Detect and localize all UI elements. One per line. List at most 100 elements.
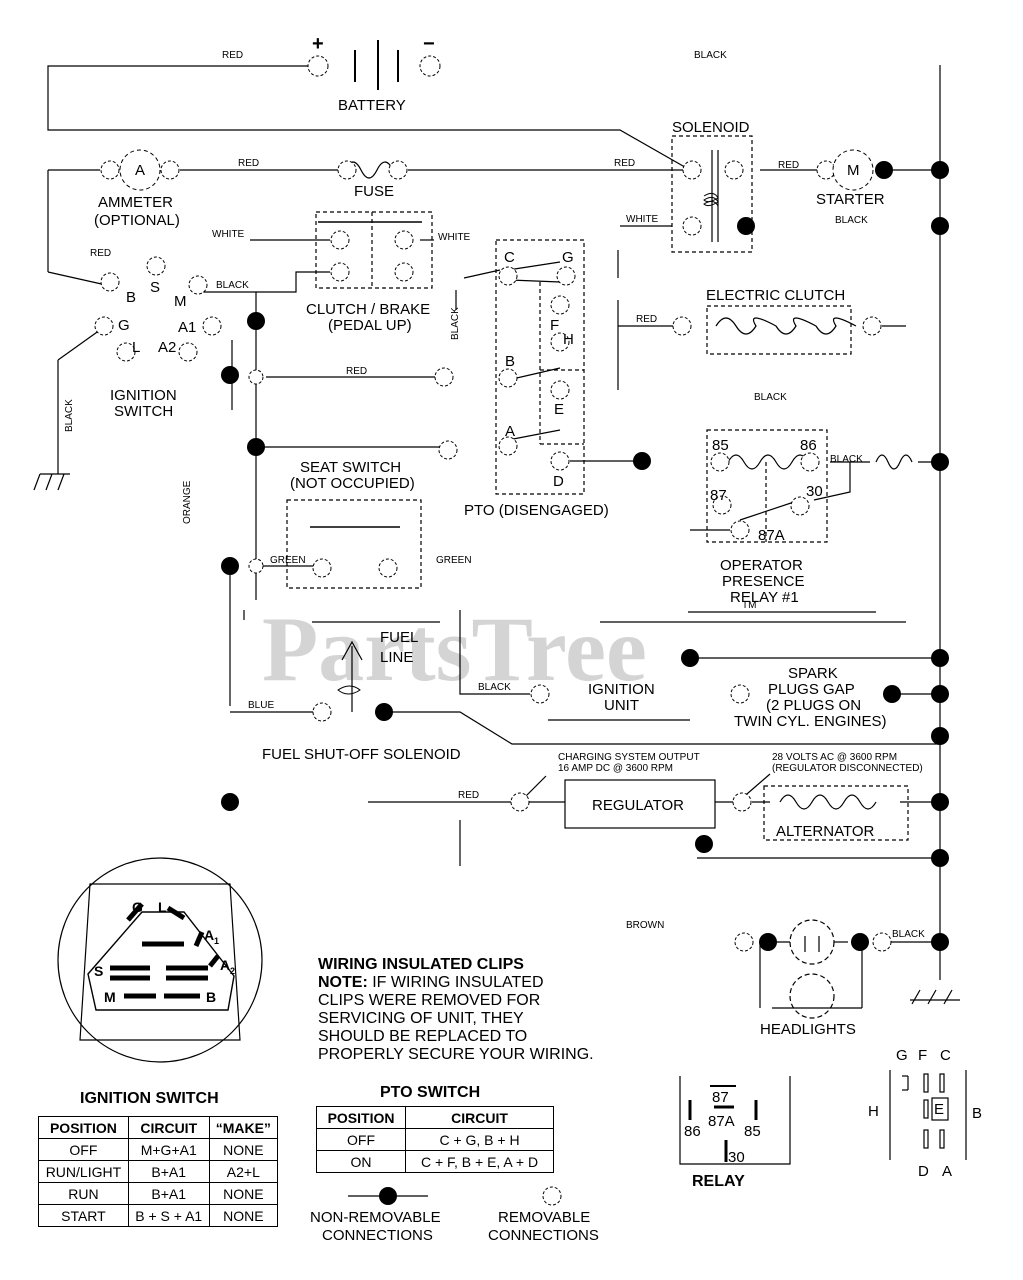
ignition-table: POSITION CIRCUIT “MAKE” OFF M+G+A1 NONE … xyxy=(38,1116,279,1227)
ammeter-label-1: AMMETER xyxy=(98,194,173,211)
alternator-label: ALTERNATOR xyxy=(776,823,875,840)
wire-black-v1: BLACK xyxy=(450,307,461,340)
ign-term-l: L xyxy=(132,339,140,356)
pto-table-title: PTO SWITCH xyxy=(380,1084,481,1101)
pto-table: POSITION CIRCUIT OFF C + G, B + H ON C +… xyxy=(315,1106,554,1173)
wire-black-top: BLACK xyxy=(694,50,727,61)
wire-red-3: RED xyxy=(614,158,635,169)
face-m: M xyxy=(104,989,116,1005)
table-cell: B + S + A1 xyxy=(127,1204,210,1227)
wire-white-2: WHITE xyxy=(438,232,471,243)
spark-label-1: SPARK xyxy=(788,665,838,682)
relay-term-87a: 87A xyxy=(758,527,785,544)
table-cell: B+A1 xyxy=(127,1182,210,1205)
volts-label-2: (REGULATOR DISCONNECTED) xyxy=(772,763,923,774)
removable-connections xyxy=(94,55,892,1206)
face-s: S xyxy=(94,963,103,979)
pto-term-h: H xyxy=(563,331,574,348)
wiring-note: WIRING INSULATED CLIPS NOTE: IF WIRING I… xyxy=(318,956,594,1064)
table-cell: C + F, B + E, A + D xyxy=(405,1150,554,1173)
wire-green-1: GREEN xyxy=(270,555,306,566)
ammeter-label-2: (OPTIONAL) xyxy=(94,212,180,229)
spark-label-4: TWIN CYL. ENGINES) xyxy=(734,713,887,730)
spark-label-2: PLUGS GAP xyxy=(768,681,855,698)
ignition-col-position: POSITION xyxy=(38,1116,129,1139)
fuse-label: FUSE xyxy=(354,183,394,200)
table-cell: ON xyxy=(315,1150,407,1173)
face-a1: A xyxy=(204,927,214,943)
pto-legend-d: D xyxy=(918,1163,929,1180)
regulator-label: REGULATOR xyxy=(592,797,684,814)
wire-orange: ORANGE xyxy=(182,480,193,524)
wire-black-head: BLACK xyxy=(892,929,925,940)
legend-relay-title: RELAY xyxy=(692,1173,745,1190)
ign-term-m: M xyxy=(174,293,187,310)
wire-blue: BLUE xyxy=(248,700,274,711)
starter-m: M xyxy=(847,162,860,179)
legend-relay-85: 85 xyxy=(744,1123,761,1140)
wire-red-top: RED xyxy=(222,50,243,61)
legend-relay-87: 87 xyxy=(712,1089,729,1106)
wire-black-ign: BLACK xyxy=(216,280,249,291)
operator-label-3: RELAY #1 xyxy=(730,589,799,606)
pto-table-header: POSITION CIRCUIT xyxy=(315,1106,554,1129)
pto-legend-f: F xyxy=(918,1047,927,1064)
watermark: PartsTree xyxy=(262,598,647,700)
face-a2: A xyxy=(220,957,230,973)
ignition-table-header: POSITION CIRCUIT “MAKE” xyxy=(38,1116,279,1139)
table-cell: A2+L xyxy=(208,1160,279,1183)
relay-term-87: 87 xyxy=(710,487,727,504)
pto-legend-box xyxy=(889,1070,967,1160)
face-b: B xyxy=(206,989,216,1005)
table-row: RUN B+A1 NONE xyxy=(38,1182,279,1205)
wire-black-starter: BLACK xyxy=(835,215,868,226)
pto-legend-e: E xyxy=(934,1101,944,1118)
wire-red-ign: RED xyxy=(90,248,111,259)
wire-white-1: WHITE xyxy=(212,229,245,240)
pto-col-position: POSITION xyxy=(315,1106,407,1129)
pto-legend-h: H xyxy=(868,1103,879,1120)
battery-label: BATTERY xyxy=(338,97,406,114)
relay-term-30: 30 xyxy=(806,483,823,500)
pto-term-b: B xyxy=(505,353,515,370)
relay-term-86: 86 xyxy=(800,437,817,454)
headlights-label: HEADLIGHTS xyxy=(760,1021,856,1038)
volts-label-1: 28 VOLTS AC @ 3600 RPM xyxy=(772,752,897,763)
connection-legend: NON-REMOVABLE CONNECTIONS REMOVABLE CONN… xyxy=(310,1209,599,1244)
operator-label-1: OPERATOR xyxy=(720,557,803,574)
note-text-1: IF WIRING INSULATED xyxy=(367,974,544,991)
table-cell: B+A1 xyxy=(127,1160,210,1183)
ign-term-b: B xyxy=(126,289,136,306)
ignition-unit-label-2: UNIT xyxy=(604,697,639,714)
wire-black-ign-unit: BLACK xyxy=(478,682,511,693)
wire-red-mid: RED xyxy=(346,366,367,377)
battery-plus: + xyxy=(312,33,324,55)
wire-red-2: RED xyxy=(238,158,259,169)
ignition-face-contacts xyxy=(110,902,220,999)
ign-term-s: S xyxy=(150,279,160,296)
face-a1-sub: 1 xyxy=(214,936,219,946)
component-labels: + − BATTERY SOLENOID STARTER M AMMETER (… xyxy=(94,33,923,1038)
legend-relay-86: 86 xyxy=(684,1123,701,1140)
pto-legend-c: C xyxy=(940,1047,951,1064)
face-a2-sub: 2 xyxy=(230,966,235,976)
ignition-col-circuit: CIRCUIT xyxy=(127,1116,210,1139)
charging-label-1: CHARGING SYSTEM OUTPUT xyxy=(558,752,700,763)
pto-legend-a: A xyxy=(942,1163,952,1180)
non-removable-connections xyxy=(221,161,949,1205)
seat-switch-label-2: (NOT OCCUPIED) xyxy=(290,475,415,492)
table-cell: START xyxy=(38,1204,129,1227)
fuel-line-label-2: LINE xyxy=(380,649,413,666)
note-line-3: SERVICING OF UNIT, THEY xyxy=(318,1010,524,1027)
legend-relay-30: 30 xyxy=(728,1149,745,1166)
table-row: RUN/LIGHT B+A1 A2+L xyxy=(38,1160,279,1183)
spark-label-3: (2 PLUGS ON xyxy=(766,697,861,714)
wire-labels: RED BLACK RED RED RED RED WHITE WHITE WH… xyxy=(64,50,925,940)
table-cell: C + G, B + H xyxy=(405,1128,554,1151)
pto-term-d: D xyxy=(553,473,564,490)
clutch-label-1: CLUTCH / BRAKE xyxy=(306,301,430,318)
note-line-2: CLIPS WERE REMOVED FOR xyxy=(318,992,541,1009)
solenoid-label: SOLENOID xyxy=(672,119,750,136)
fuel-line-label-1: FUEL xyxy=(380,629,418,646)
